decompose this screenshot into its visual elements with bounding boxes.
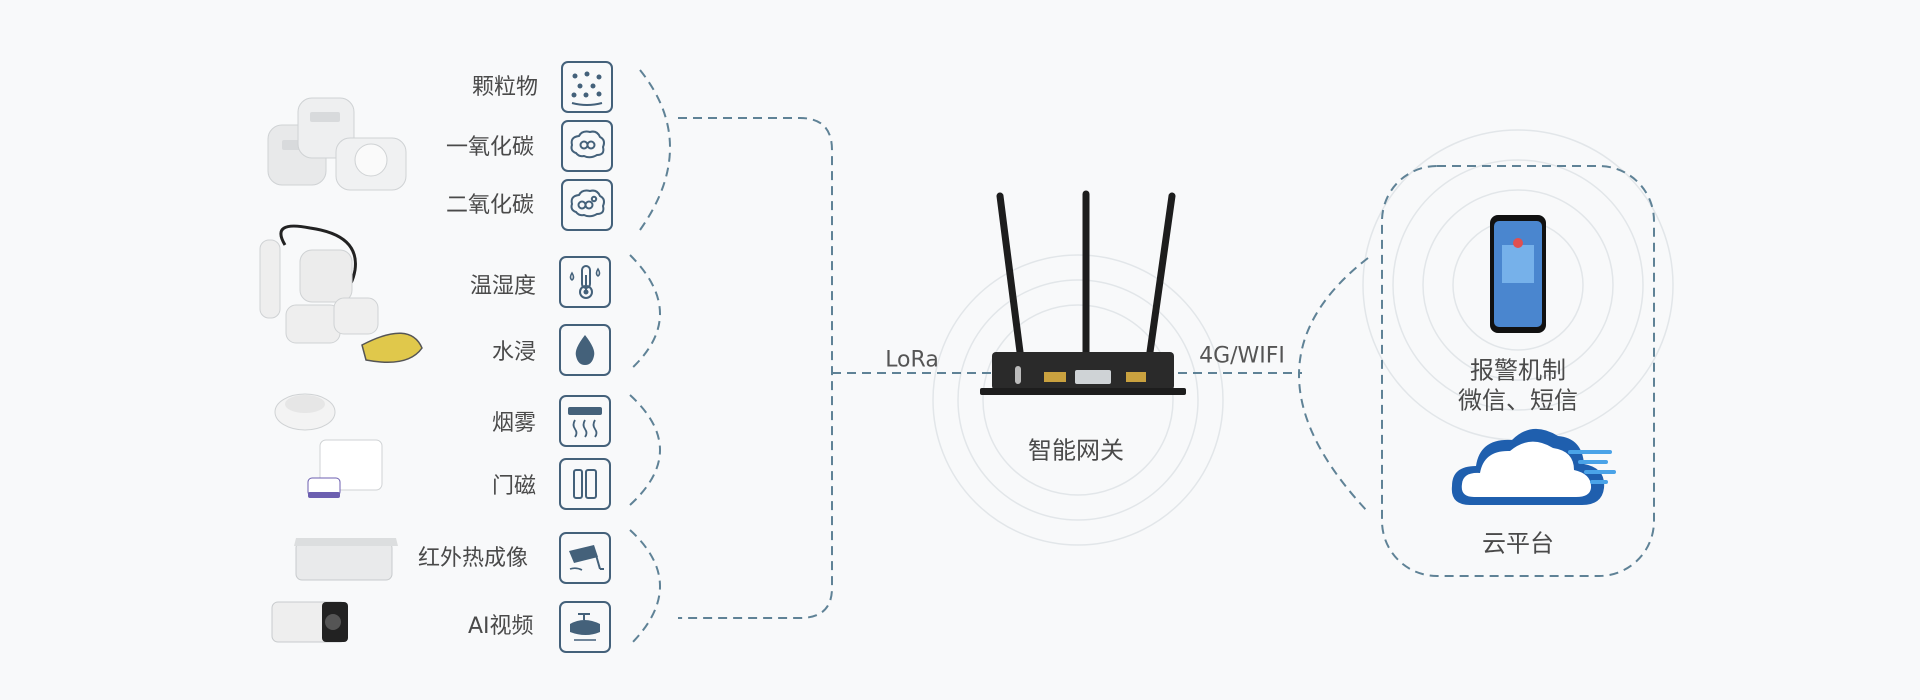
label-door: 门磁 xyxy=(492,474,537,499)
gas-detectors-illustration xyxy=(267,97,407,191)
environment-sensors-illustration xyxy=(259,224,423,363)
label-particulate: 颗粒物 xyxy=(472,75,539,100)
label-co: 一氧化碳 xyxy=(446,135,535,160)
cloud-link-arc xyxy=(1298,257,1369,513)
label-thermal: 红外热成像 xyxy=(418,546,529,571)
cameras-illustration xyxy=(271,538,398,643)
label-cloud-platform: 云平台 xyxy=(1482,529,1554,558)
gateway-signal-rings xyxy=(932,254,1224,546)
group-bracket-gas xyxy=(639,69,671,231)
label-lora: LoRa xyxy=(885,347,939,373)
label-gateway: 智能网关 xyxy=(1028,436,1124,465)
label-water-leak: 水浸 xyxy=(492,340,537,365)
thermometer-icon xyxy=(559,256,611,308)
gateway-device xyxy=(980,190,1186,395)
group-bracket-security xyxy=(629,394,661,506)
security-sensors-illustration xyxy=(274,393,383,498)
water-drop-icon xyxy=(559,324,611,376)
co-gas-icon xyxy=(561,120,613,172)
smoke-detector-icon xyxy=(559,395,611,447)
label-uplink: 4G/WIFI xyxy=(1199,343,1285,369)
gateway-antenna-left xyxy=(996,192,1024,356)
co2-gas-icon xyxy=(561,179,613,231)
collector-bracket xyxy=(678,117,833,619)
sensor-icons xyxy=(559,61,613,653)
gateway-antenna-right xyxy=(1146,192,1176,356)
label-alarm-mechanism: 报警机制 xyxy=(1470,356,1566,385)
door-sensor-icon xyxy=(559,458,611,510)
ai-camera-icon xyxy=(559,601,611,653)
phone-illustration xyxy=(1490,215,1546,333)
label-ai-video: AI视频 xyxy=(468,614,534,639)
label-alarm-channels: 微信、短信 xyxy=(1458,386,1578,415)
cloud-icon xyxy=(1451,428,1616,505)
label-smoke: 烟雾 xyxy=(492,411,537,436)
label-co2: 二氧化碳 xyxy=(446,193,535,218)
cloud-container xyxy=(1381,165,1655,577)
group-bracket-video xyxy=(629,529,661,646)
group-bracket-env xyxy=(629,254,661,371)
thermal-camera-icon xyxy=(559,532,611,584)
particulate-icon xyxy=(561,61,613,113)
label-temp-humidity: 温湿度 xyxy=(470,274,537,299)
